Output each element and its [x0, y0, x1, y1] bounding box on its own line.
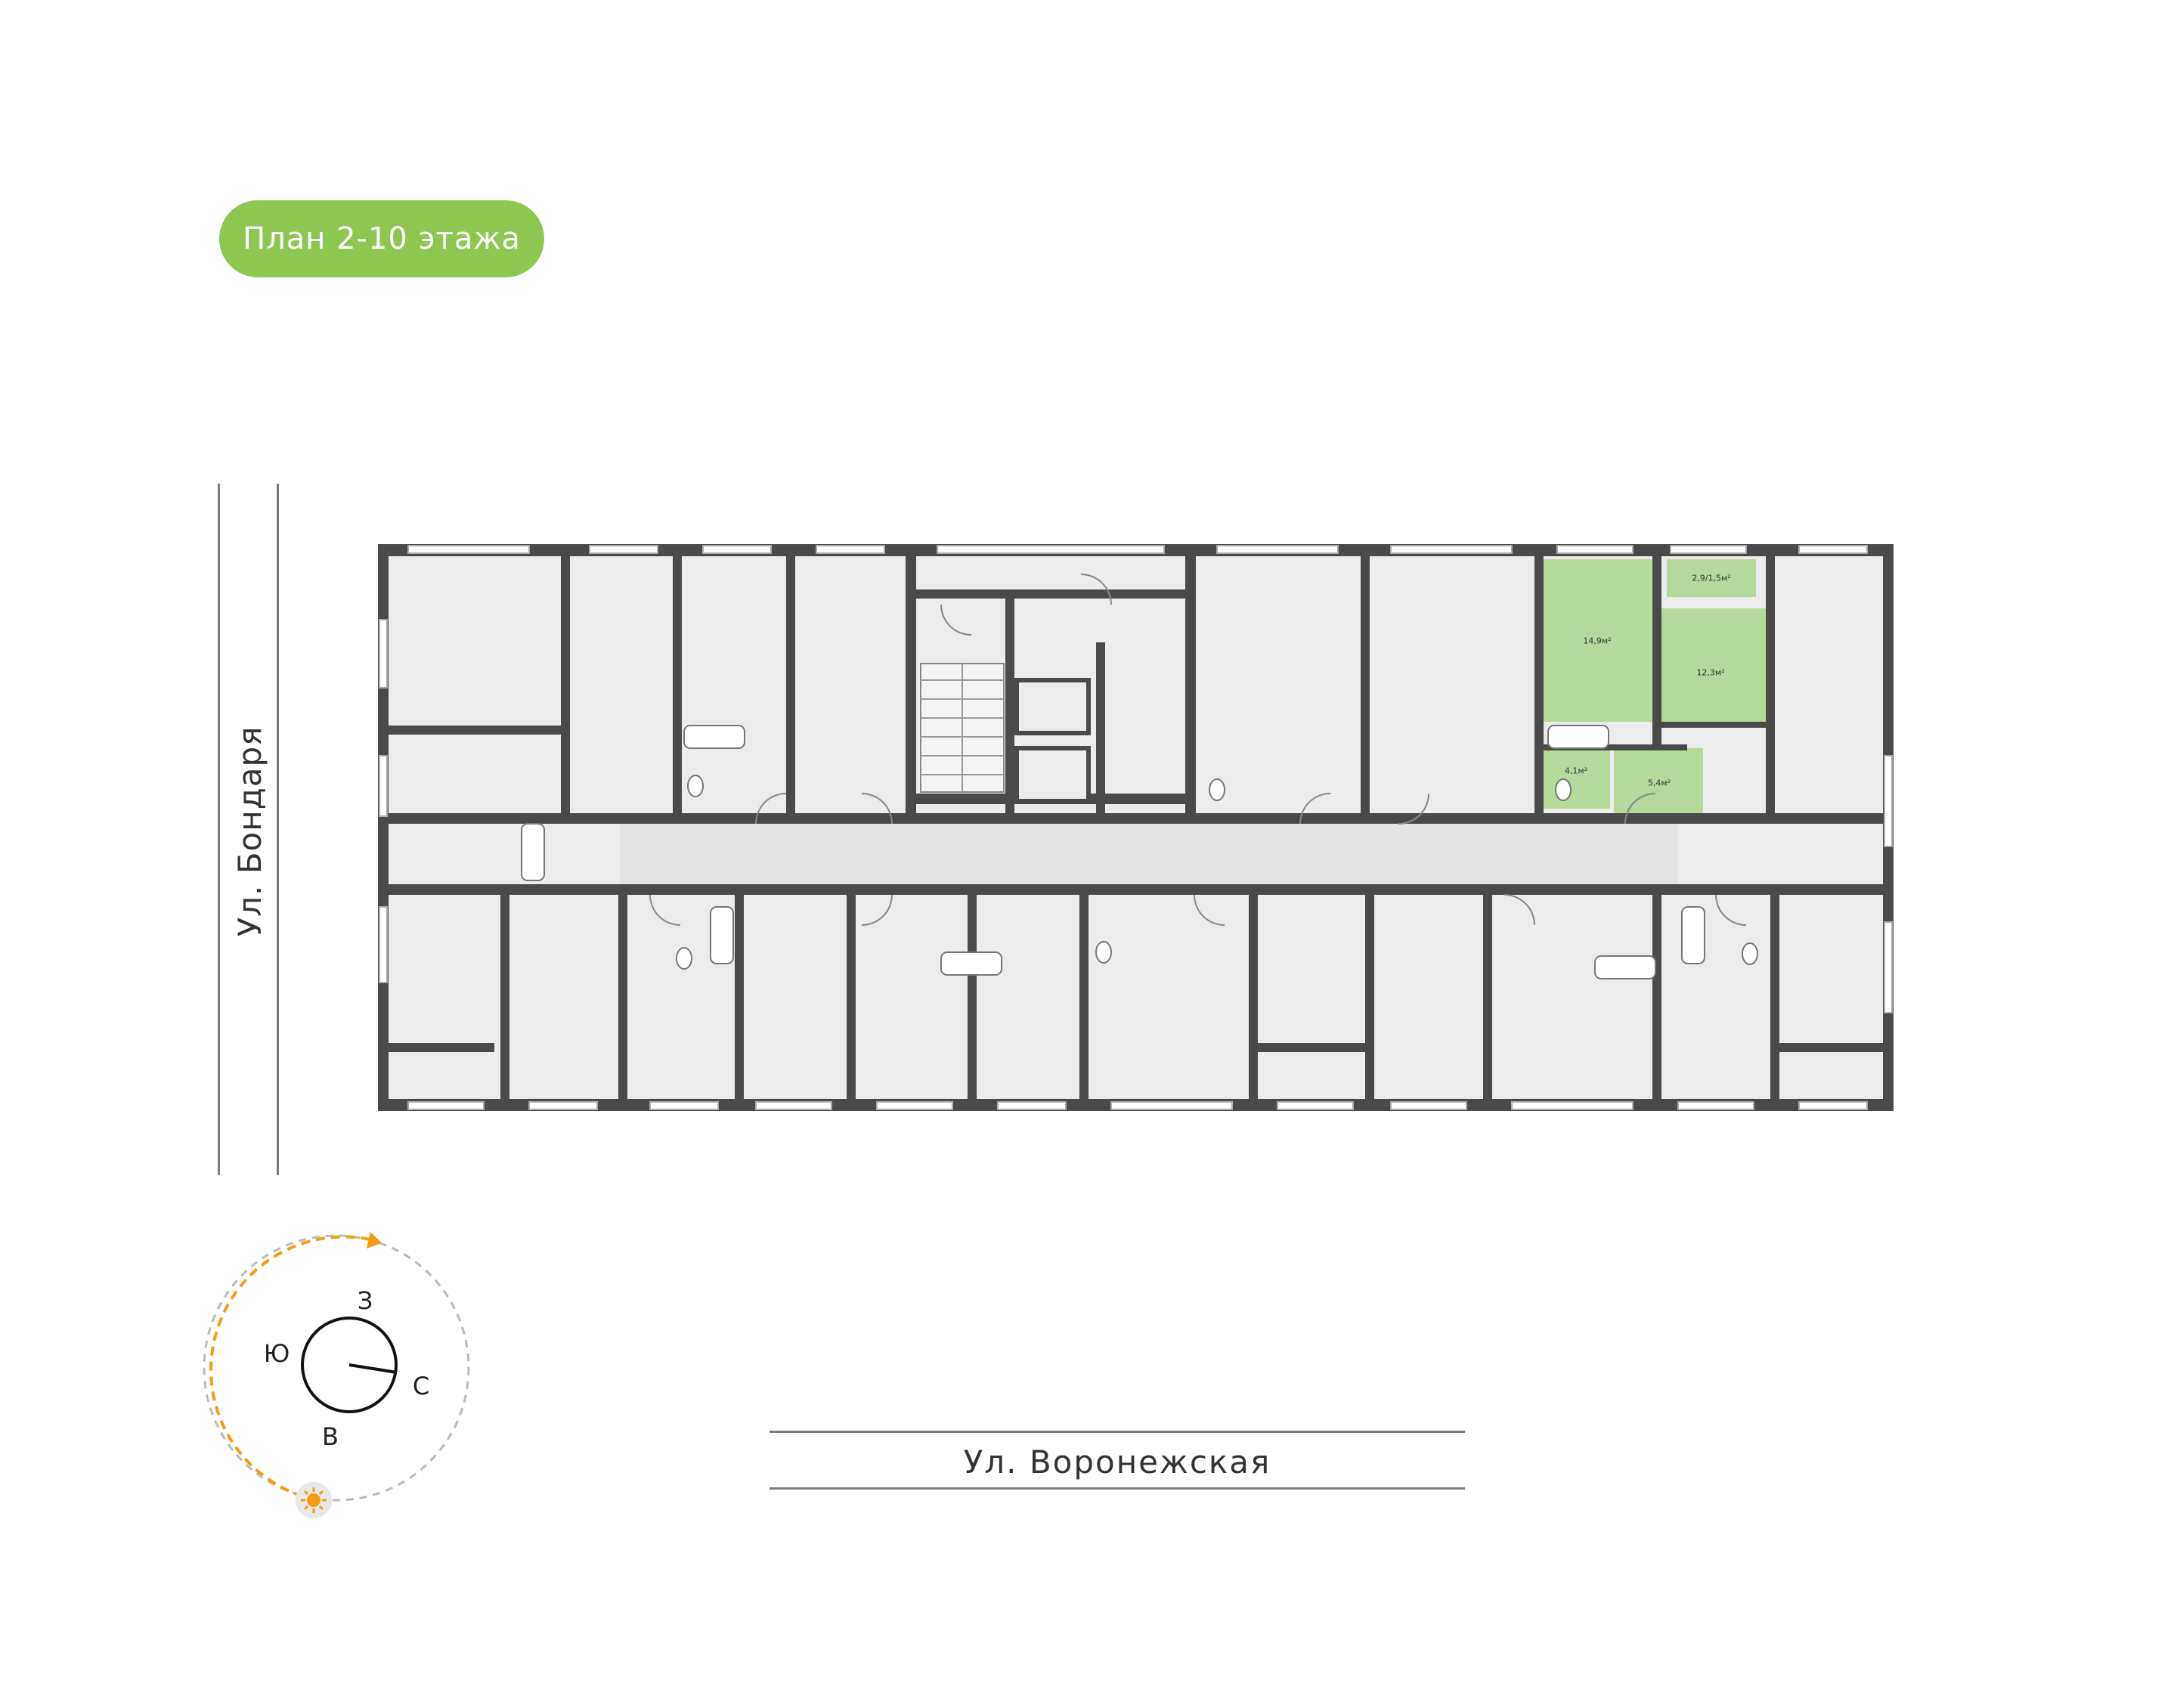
- street-left-line-2: [277, 484, 279, 1175]
- room-area-label: 4,1м²: [1564, 766, 1588, 776]
- room-balcony-highlight: [1667, 559, 1756, 597]
- door-arcs: [649, 574, 1747, 926]
- windows-top: [407, 545, 1868, 554]
- compass-letter-south: В: [322, 1422, 339, 1451]
- compass-needle: [348, 1363, 398, 1374]
- windows-bottom: [407, 1101, 1868, 1110]
- street-bottom-line-1: [770, 1431, 1465, 1433]
- street-left-line-1: [218, 484, 220, 1175]
- sun-path-arc: [209, 1235, 371, 1502]
- street-bottom-label: Ул. Воронежская: [963, 1443, 1271, 1481]
- compass-dashed-orbit: [203, 1234, 470, 1502]
- room-area-label: 2,9/1,5м²: [1692, 573, 1731, 583]
- compass-graphic: [203, 1232, 470, 1518]
- compass-letter-north: З: [357, 1286, 373, 1315]
- corridor-wall-top: [389, 813, 1883, 824]
- windows-side: [379, 619, 1893, 1013]
- top-partitions: [389, 556, 1775, 816]
- room-bedroom-highlight: [1655, 608, 1766, 722]
- room-living-highlight: [1542, 559, 1652, 722]
- bathroom-fixtures: [521, 725, 1758, 979]
- floor-plan-title-badge: План 2-10 этажа: [219, 200, 544, 277]
- corridor: [620, 824, 1678, 884]
- sun-rays: [301, 1487, 327, 1513]
- room-area-label: 5,4м²: [1647, 778, 1671, 788]
- floor-plan-title: План 2-10 этажа: [243, 221, 521, 256]
- compass-letter-east: С: [412, 1372, 430, 1400]
- sun-icon: [307, 1493, 321, 1507]
- room-bath-highlight: [1542, 748, 1610, 809]
- corridor-wall-bottom: [389, 884, 1883, 895]
- sun-path-arrow: [367, 1232, 382, 1249]
- street-bottom-line-2: [770, 1487, 1465, 1490]
- elevator-1: [1014, 678, 1091, 735]
- room-area-label: 14,9м²: [1583, 636, 1612, 646]
- room-area-label: 12,3м²: [1696, 667, 1725, 678]
- bottom-partitions: [389, 895, 1883, 1099]
- elevator-2: [1014, 746, 1091, 803]
- stair-steps: [921, 664, 1004, 792]
- compass-letter-west: Ю: [263, 1339, 290, 1368]
